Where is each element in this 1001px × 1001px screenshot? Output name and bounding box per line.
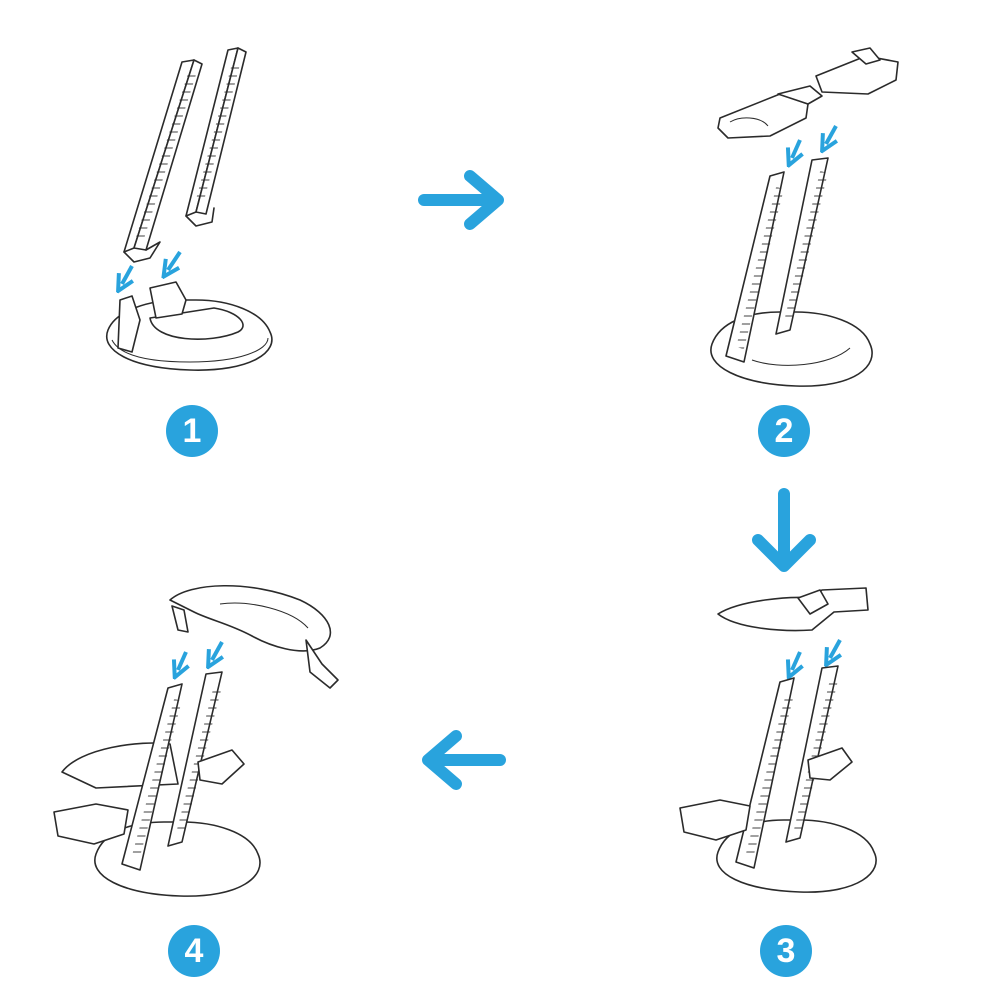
step-2-illustration xyxy=(710,47,899,387)
step-3-badge: 3 xyxy=(760,925,812,977)
step-2-controller-holder-right xyxy=(815,47,899,95)
step-4-stand xyxy=(53,671,261,897)
arrow-left-icon xyxy=(422,730,506,790)
arrow-down-icon xyxy=(752,488,816,572)
step-4-headset-hook xyxy=(169,584,339,689)
step-3-stand xyxy=(679,665,877,893)
step-1-badge: 1 xyxy=(166,405,218,457)
step-2-insert-arrows xyxy=(792,125,836,158)
step-3-headset-plate xyxy=(717,587,869,632)
step-2-controller-holder-left xyxy=(717,85,823,139)
step-4-insert-arrows xyxy=(178,641,222,670)
step-2-stand xyxy=(710,157,873,387)
step-1-illustration xyxy=(105,47,273,371)
step-3-illustration xyxy=(679,587,877,893)
step-3-insert-arrows xyxy=(792,639,840,670)
step-4-illustration xyxy=(53,584,339,897)
step-1-base xyxy=(105,281,273,371)
step-2-badge: 2 xyxy=(758,405,810,457)
step-1-insert-arrows xyxy=(122,250,182,284)
step-1-left-post xyxy=(123,59,203,263)
step-1-right-post xyxy=(185,47,247,227)
arrow-right-icon xyxy=(418,170,504,230)
step-4-badge: 4 xyxy=(168,925,220,977)
